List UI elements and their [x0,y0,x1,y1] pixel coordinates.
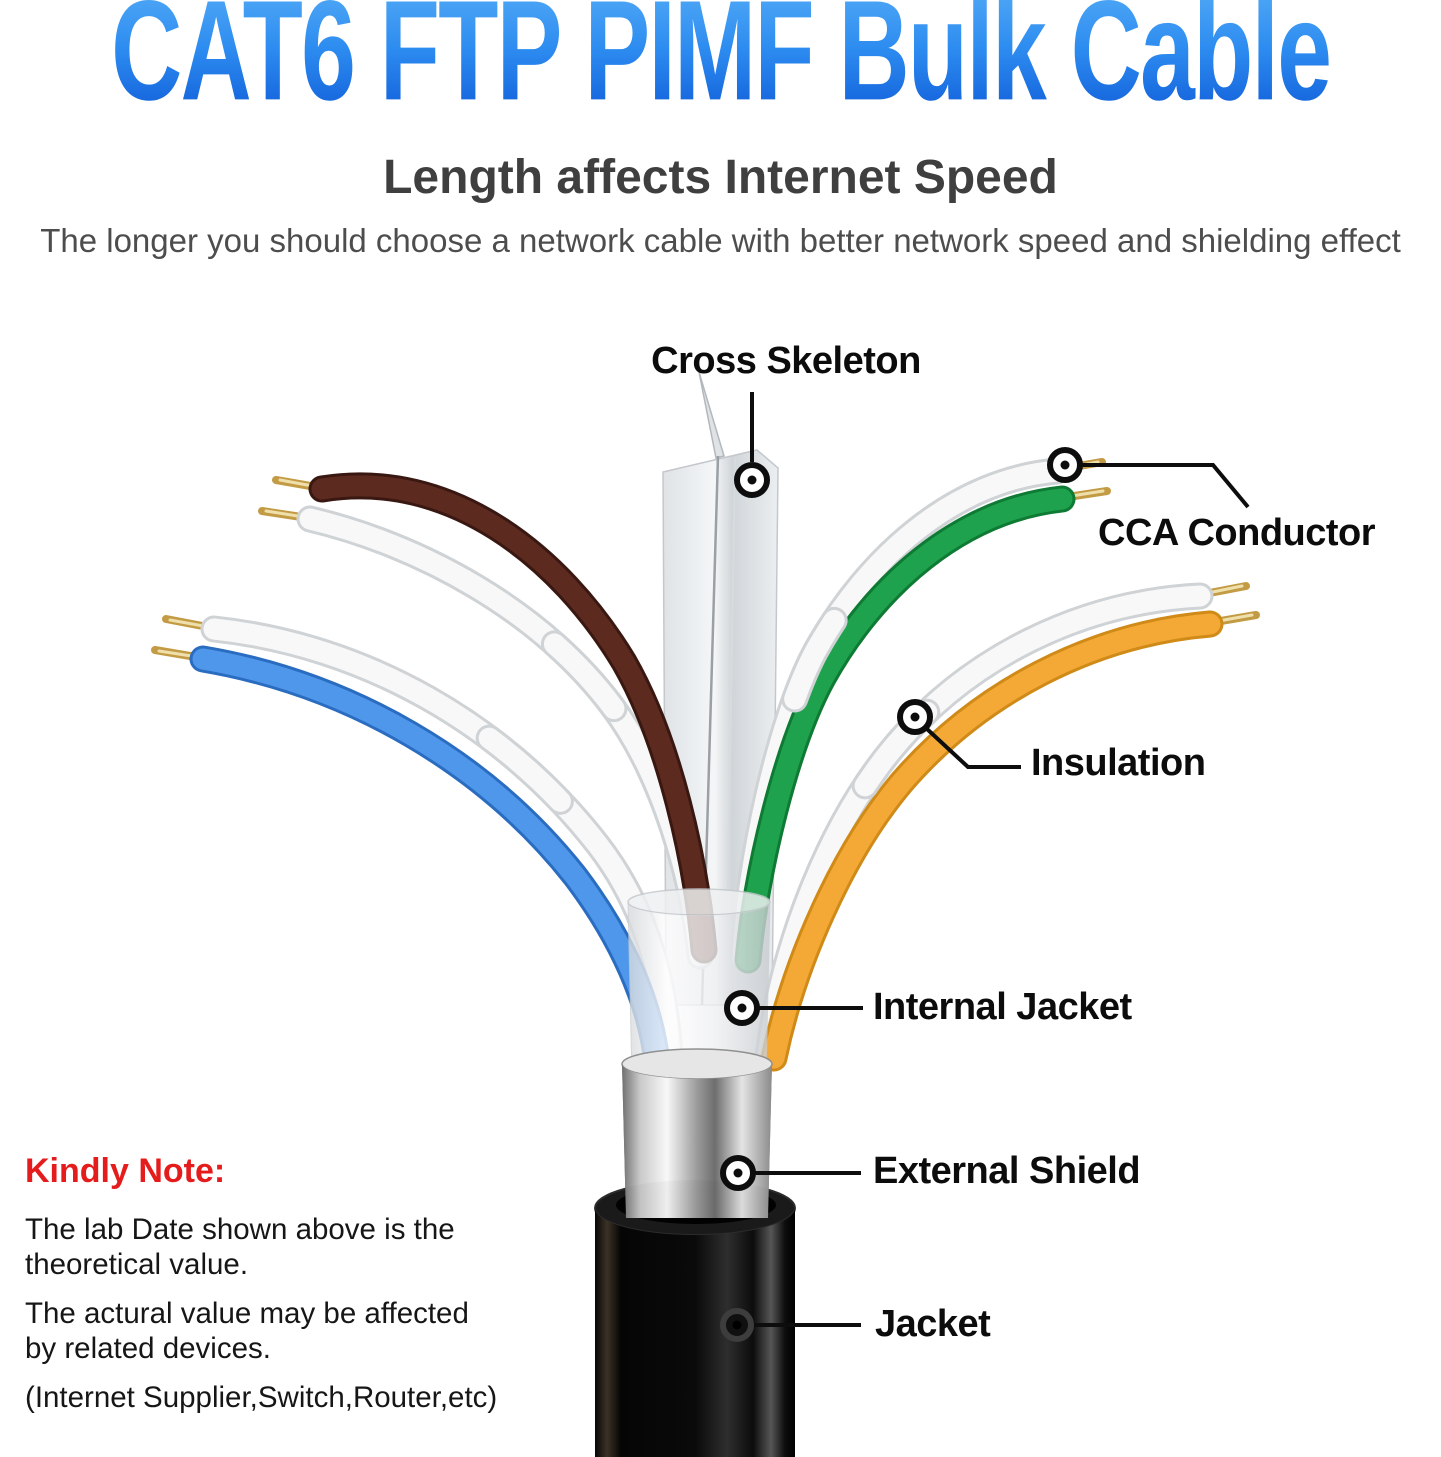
kindly-note-line: The actural value may be affected [25,1297,469,1330]
page-title-wrap: CAT6 FTP PIMF Bulk Cable [0,0,1441,122]
leader-cca-conductor [1082,463,1250,509]
label-cca-conductor: CCA Conductor [1098,512,1376,554]
kindly-note: Kindly Note: The lab Date shown above is… [25,1152,585,1415]
leader-lines [750,392,1250,1327]
outer-jacket-part [594,1064,796,1457]
leader-insulation [925,727,1021,769]
wire-pair-brown [258,472,718,970]
kindly-note-line: The lab Date shown above is the [25,1213,455,1246]
page-subtitle: Length affects Internet Speed [383,151,1058,204]
internal-jacket-part [627,888,771,1079]
internal-jacket-marker-icon [724,990,760,1026]
label-jacket: Jacket [875,1303,991,1345]
kindly-note-heading: Kindly Note: [25,1152,226,1190]
cross-skeleton-marker-icon [734,462,770,498]
external-shield-marker-icon [720,1155,756,1191]
kindly-note-line: (Internet Supplier,Switch,Router,etc) [25,1381,498,1414]
label-insulation: Insulation [1031,742,1206,784]
cca-conductor-marker-icon [1047,447,1083,483]
label-external-shield: External Shield [873,1150,1141,1192]
label-cross-skeleton: Cross Skeleton [651,340,921,382]
kindly-note-line: theoretical value. [25,1248,249,1281]
jacket-marker-icon [720,1308,754,1342]
page-description: The longer you should choose a network c… [40,222,1401,259]
wire-pair-green [729,457,1111,974]
insulation-marker-icon [897,699,933,735]
kindly-note-line: by related devices. [25,1332,271,1365]
page-title: CAT6 FTP PIMF Bulk Cable [111,0,1332,122]
callout-markers [720,447,1083,1342]
label-internal-jacket: Internal Jacket [873,986,1132,1028]
wire-pair-orange [754,582,1260,1072]
